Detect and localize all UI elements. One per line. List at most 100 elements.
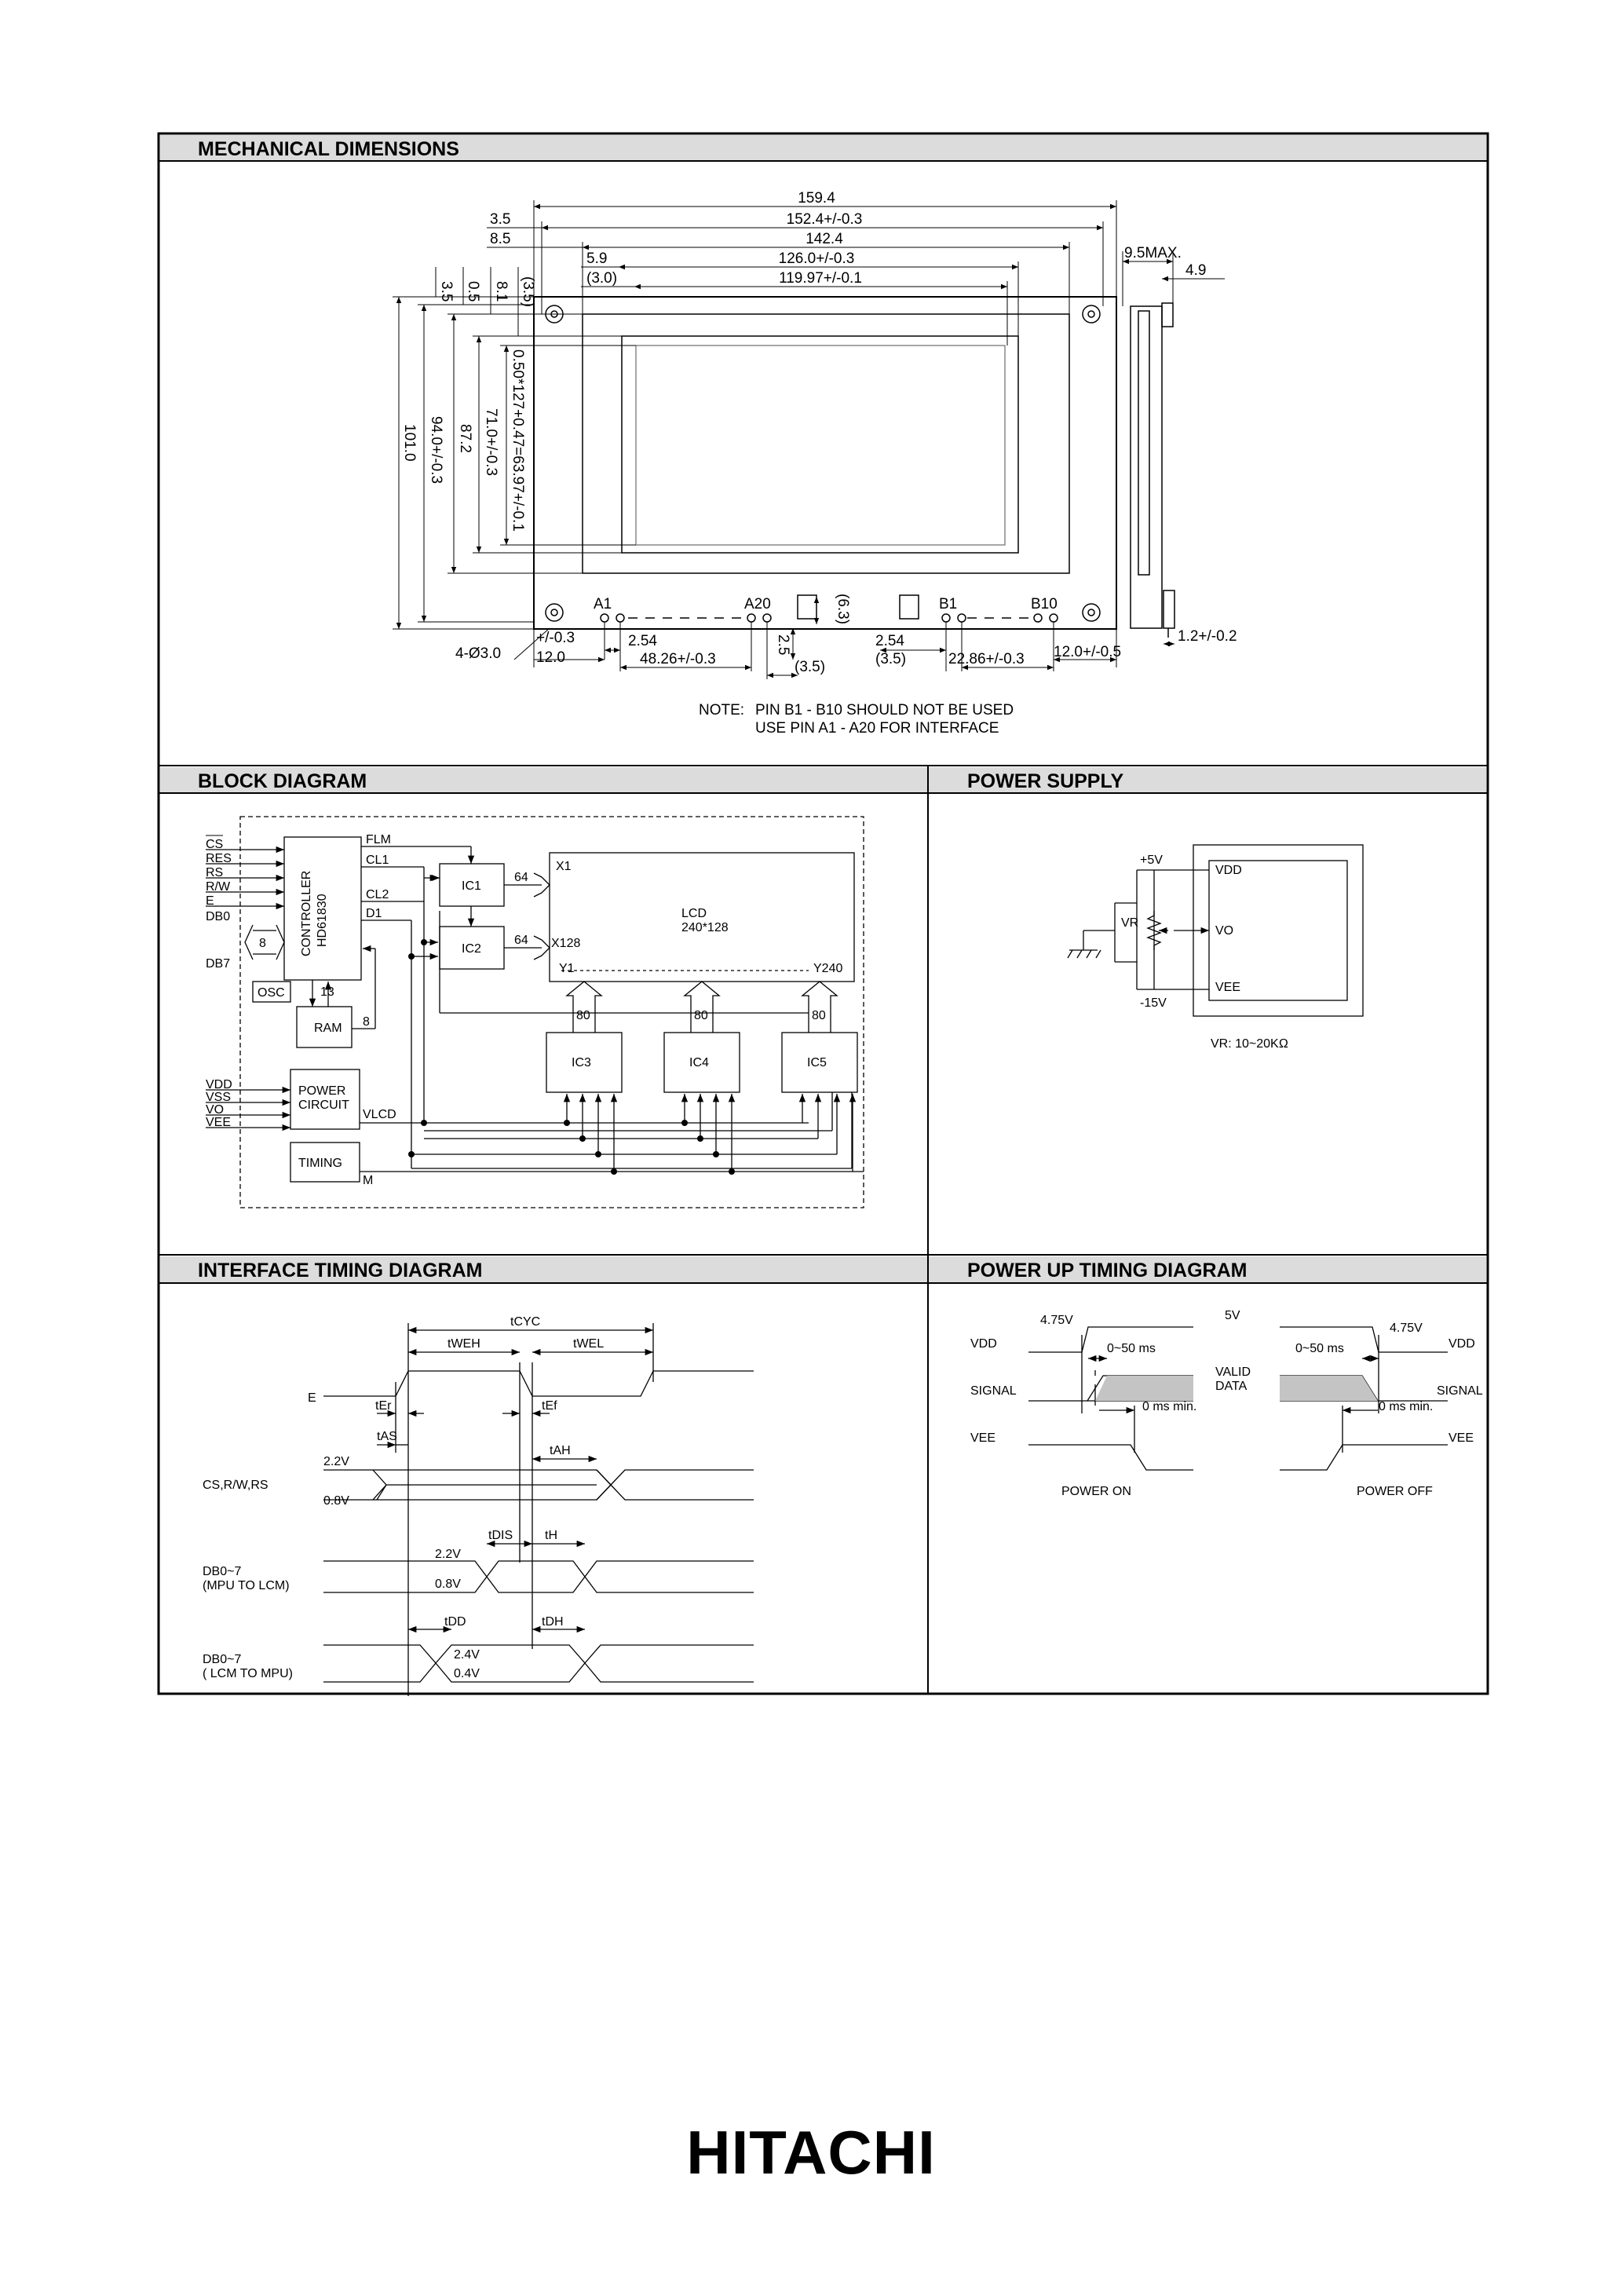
ic3-label: IC3 bbox=[572, 1056, 591, 1069]
power-in-vss: VSS bbox=[206, 1091, 231, 1104]
pin-a20-label: A20 bbox=[744, 596, 771, 612]
ic4-label: IC4 bbox=[689, 1056, 709, 1069]
pin-vee: VEE bbox=[1215, 981, 1240, 994]
vdim-8-1: 8.1 bbox=[493, 281, 510, 302]
vdim-overall-height: 101.0 bbox=[401, 424, 418, 462]
label-tcyc: tCYC bbox=[510, 1315, 540, 1329]
dim-pin-pitch-a: 2.54 bbox=[628, 633, 657, 649]
label-vee-left: VEE bbox=[970, 1431, 995, 1445]
dim-2-5: 2.5 bbox=[775, 634, 791, 655]
vr-label: VR bbox=[1121, 916, 1138, 930]
dim-12-0: 12.0 bbox=[536, 649, 565, 666]
level-2-2v-a: 2.2V bbox=[323, 1455, 349, 1468]
ic1-label: IC1 bbox=[462, 879, 481, 893]
label-5v: 5V bbox=[1225, 1309, 1240, 1322]
dim-hole-pitch: 152.4+/-0.3 bbox=[787, 211, 863, 228]
power-up-waveforms bbox=[1028, 1326, 1448, 1471]
signal-db-in-direction: (MPU TO LCM) bbox=[203, 1579, 290, 1592]
signal-db-out-direction: ( LCM TO MPU) bbox=[203, 1667, 293, 1680]
label-data: DATA bbox=[1215, 1380, 1248, 1393]
mechanical-drawing bbox=[533, 296, 1175, 638]
label-0ms-min-on: 0 ms min. bbox=[1142, 1400, 1196, 1413]
lcd-label: LCD bbox=[681, 907, 707, 920]
dim-left-5-9: 5.9 bbox=[586, 250, 607, 267]
level-2-2v-b: 2.2V bbox=[435, 1548, 461, 1561]
pin-b1-label: B1 bbox=[939, 596, 957, 612]
lcd-x1: X1 bbox=[556, 860, 572, 873]
label-tdh: tDH bbox=[542, 1615, 564, 1629]
pin-a1-label: A1 bbox=[594, 596, 612, 612]
power-up-fills bbox=[1095, 1376, 1378, 1401]
header-interface-timing: INTERFACE TIMING DIAGRAM bbox=[198, 1260, 483, 1281]
dim-bezel-width: 142.4 bbox=[806, 231, 843, 247]
dim-12-0-right: 12.0+/-0.5 bbox=[1054, 644, 1121, 660]
vdim-0-5: 0.5 bbox=[465, 281, 481, 302]
interface-timing-waveforms bbox=[323, 1323, 754, 1696]
ic2-label: IC2 bbox=[462, 942, 481, 956]
dim-pin-row-a: 48.26+/-0.3 bbox=[640, 651, 716, 667]
label-th: tH bbox=[545, 1529, 557, 1542]
pin-vdd: VDD bbox=[1215, 864, 1242, 877]
vdim-viewing-height: 71.0+/-0.3 bbox=[483, 408, 499, 476]
label-signal-left: SIGNAL bbox=[970, 1384, 1017, 1398]
power-up-labels: 4.75V 5V 4.75V VDD VDD 0~50 ms 0~50 ms V… bbox=[970, 1309, 1483, 1498]
power-in-vo: VO bbox=[206, 1103, 224, 1117]
lcd-resolution: 240*128 bbox=[681, 921, 729, 934]
label-vdd-left: VDD bbox=[970, 1337, 997, 1351]
level-2-4v: 2.4V bbox=[454, 1648, 480, 1662]
rail-minus15v: -15V bbox=[1140, 996, 1167, 1010]
signal-cl2: CL2 bbox=[366, 888, 389, 901]
label-tdis: tDIS bbox=[488, 1529, 513, 1542]
dim-left-3-5: 3.5 bbox=[490, 211, 510, 228]
lcd-y240: Y240 bbox=[813, 962, 842, 975]
dim-pin-length: 1.2+/-0.2 bbox=[1178, 628, 1237, 645]
dim-pin-pitch-b: 2.54 bbox=[875, 633, 904, 649]
bus-80-b: 80 bbox=[694, 1009, 708, 1022]
vdim-bezel-height: 87.2 bbox=[457, 424, 473, 453]
dim-tolerance: +/-0.3 bbox=[536, 630, 575, 646]
input-cs: CS bbox=[206, 838, 223, 851]
label-tweh: tWEH bbox=[448, 1337, 480, 1351]
rail-plus5v: +5V bbox=[1140, 854, 1163, 867]
signal-cs-rw-rs: CS,R/W,RS bbox=[203, 1479, 269, 1492]
m-label: M bbox=[363, 1174, 373, 1187]
input-db0: DB0 bbox=[206, 910, 230, 923]
vlcd-label: VLCD bbox=[363, 1108, 396, 1121]
dim-active-width: 119.97+/-0.1 bbox=[779, 270, 862, 287]
vdim-3-5-ref: (3.5) bbox=[520, 276, 536, 307]
bus-13: 13 bbox=[320, 985, 334, 999]
header-mechanical-dimensions: MECHANICAL DIMENSIONS bbox=[198, 138, 459, 160]
label-power-on: POWER ON bbox=[1061, 1485, 1131, 1498]
label-4-75v-on: 4.75V bbox=[1040, 1314, 1073, 1327]
osc-label: OSC bbox=[258, 986, 285, 1000]
signal-cl1: CL1 bbox=[366, 854, 389, 867]
timing-label: TIMING bbox=[298, 1157, 342, 1170]
section-headers: MECHANICAL DIMENSIONS BLOCK DIAGRAM POWE… bbox=[160, 135, 1486, 1282]
pin-vo: VO bbox=[1215, 924, 1233, 938]
dim-3-5-b: (3.5) bbox=[875, 651, 906, 667]
input-res: RES bbox=[206, 852, 232, 865]
brand-logo: HITACHI bbox=[686, 2118, 936, 2187]
label-tah: tAH bbox=[550, 1444, 571, 1457]
power-in-vee: VEE bbox=[206, 1116, 231, 1129]
label-signal-right: SIGNAL bbox=[1437, 1384, 1483, 1398]
mechanical-labels: 159.4 152.4+/-0.3 142.4 126.0+/-0.3 119.… bbox=[401, 190, 1237, 737]
level-0-4v: 0.4V bbox=[454, 1667, 480, 1680]
label-power-off: POWER OFF bbox=[1357, 1485, 1433, 1498]
power-supply-labels: +5V -15V VR VDD VO VEE VR: 10~20KΩ bbox=[1121, 854, 1288, 1051]
label-0ms-min-off: 0 ms min. bbox=[1379, 1400, 1433, 1413]
note-line-1: PIN B1 - B10 SHOULD NOT BE USED bbox=[755, 702, 1014, 718]
note-line-2: USE PIN A1 - A20 FOR INTERFACE bbox=[755, 720, 999, 737]
note-label: NOTE: bbox=[699, 702, 744, 718]
label-0-50ms-off: 0~50 ms bbox=[1295, 1342, 1344, 1355]
bus-8: 8 bbox=[363, 1015, 370, 1029]
interface-timing-labels: tCYC tWEH tWEL E tEr tEf tAS tAH CS,R/W,… bbox=[203, 1315, 604, 1680]
header-power-up-timing: POWER UP TIMING DIAGRAM bbox=[967, 1260, 1247, 1281]
label-valid: VALID bbox=[1215, 1366, 1251, 1379]
dim-pin-row-b: 22.86+/-0.3 bbox=[948, 651, 1025, 667]
bus-64-b: 64 bbox=[514, 934, 528, 947]
lcd-y1: Y1 bbox=[559, 962, 575, 975]
input-db7: DB7 bbox=[206, 957, 230, 971]
level-0-8v-b: 0.8V bbox=[435, 1578, 461, 1591]
